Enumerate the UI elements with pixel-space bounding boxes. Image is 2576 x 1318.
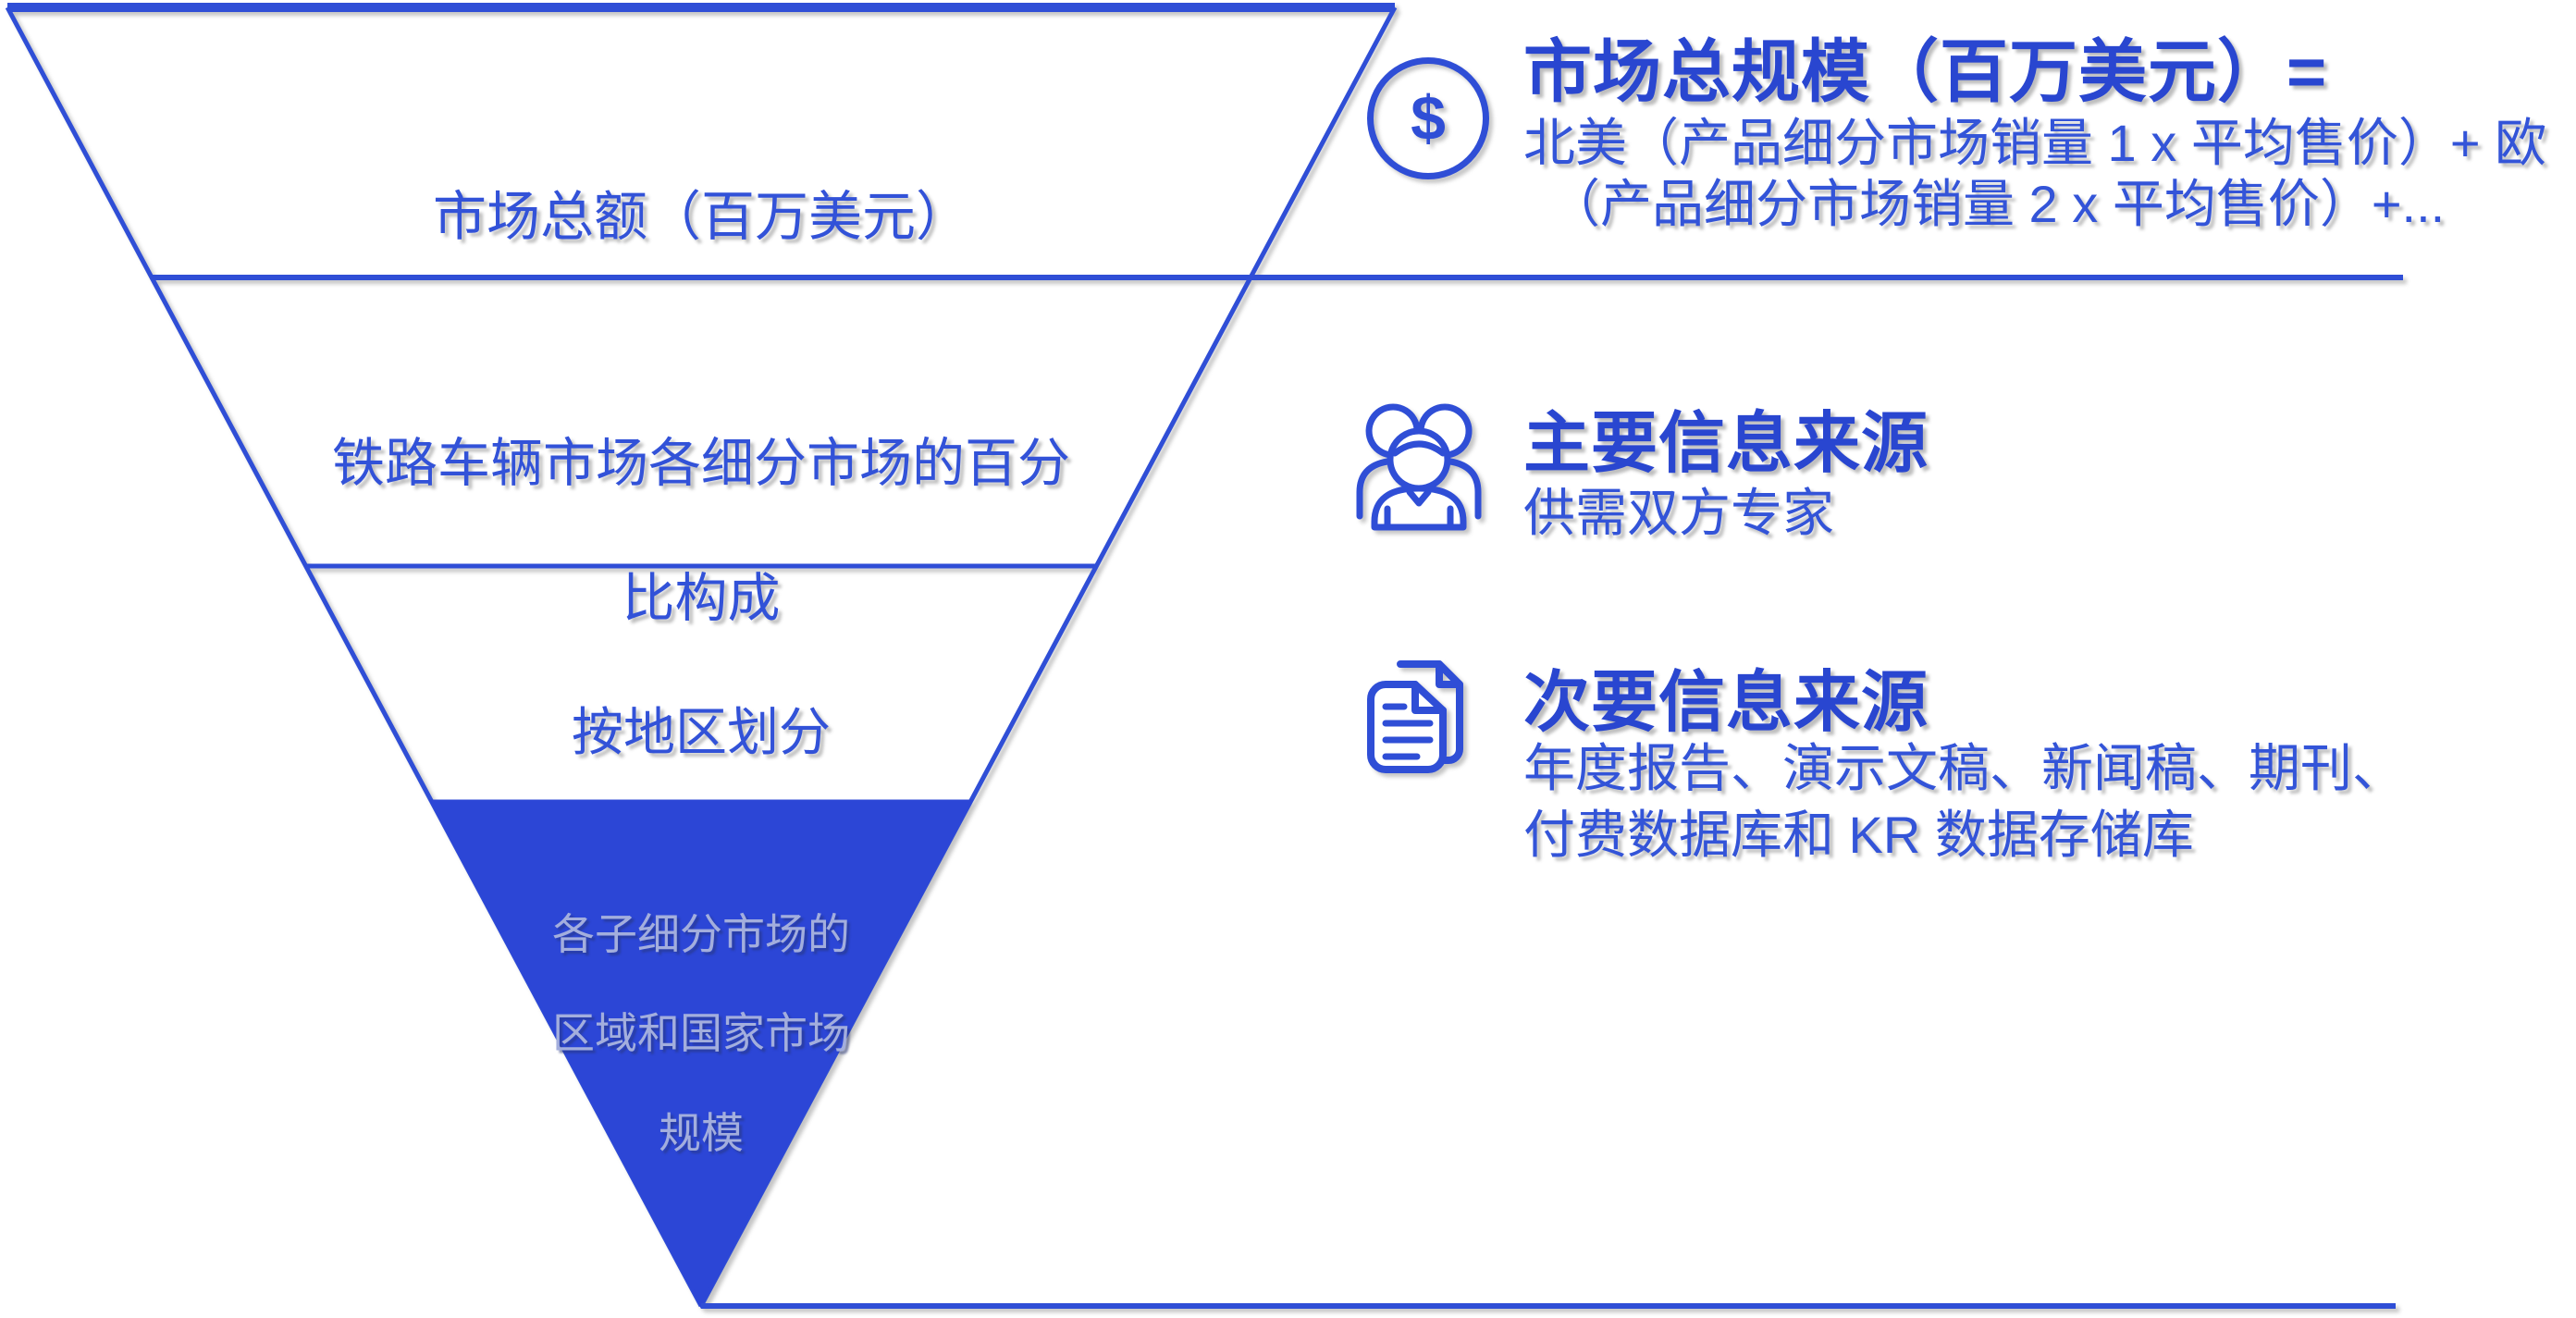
funnel-tier3-line1: 按地区划分 <box>572 702 831 761</box>
funnel-tier4-line3: 规模 <box>659 1109 744 1158</box>
funnel-tier1-line1: 市场总额（百万美元） <box>432 187 969 248</box>
formula-line1: 北美（产品细分市场销量 1 x 平均售价）+ 欧 <box>1523 114 2547 172</box>
secondary-sources-description-line1: 年度报告、演示文稿、新闻稿、期刊、 <box>1523 739 2404 797</box>
documents-icon <box>1367 660 1463 773</box>
dollar-circle-icon: $ <box>1367 57 1489 179</box>
primary-sources-title: 主要信息来源 <box>1523 407 1929 481</box>
funnel-tier2-line1: 铁路车辆市场各细分市场的百分 <box>332 433 1070 493</box>
funnel-tier4-line1: 各子细分市场的 <box>552 909 850 958</box>
funnel-tier1-label: 市场总额（百万美元） <box>239 115 1164 321</box>
funnel-tier4-line2: 区域和国家市场 <box>552 1009 850 1058</box>
secondary-sources-title: 次要信息来源 <box>1523 666 1929 740</box>
formula-line2: （产品细分市场销量 2 x 平均售价）+... <box>1548 175 2446 233</box>
funnel-tier4-label: 各子细分市场的 区域和国家市场 规模 <box>239 860 1164 1209</box>
formula-title: 市场总规模（百万美元）= <box>1523 33 2328 110</box>
funnel-tier2-label: 铁路车辆市场各细分市场的百分 比构成 <box>239 363 1164 700</box>
funnel-fill-triangle <box>428 799 974 1310</box>
secondary-sources-description-line2: 付费数据库和 KR 数据存储库 <box>1523 806 2194 864</box>
dollar-symbol: $ <box>1411 83 1446 154</box>
funnel-tier2-line2: 比构成 <box>622 568 781 628</box>
funnel-tier3-label: 按地区划分 <box>239 633 1164 831</box>
people-group-icon <box>1356 403 1482 531</box>
primary-sources-description: 供需双方专家 <box>1523 484 1834 542</box>
